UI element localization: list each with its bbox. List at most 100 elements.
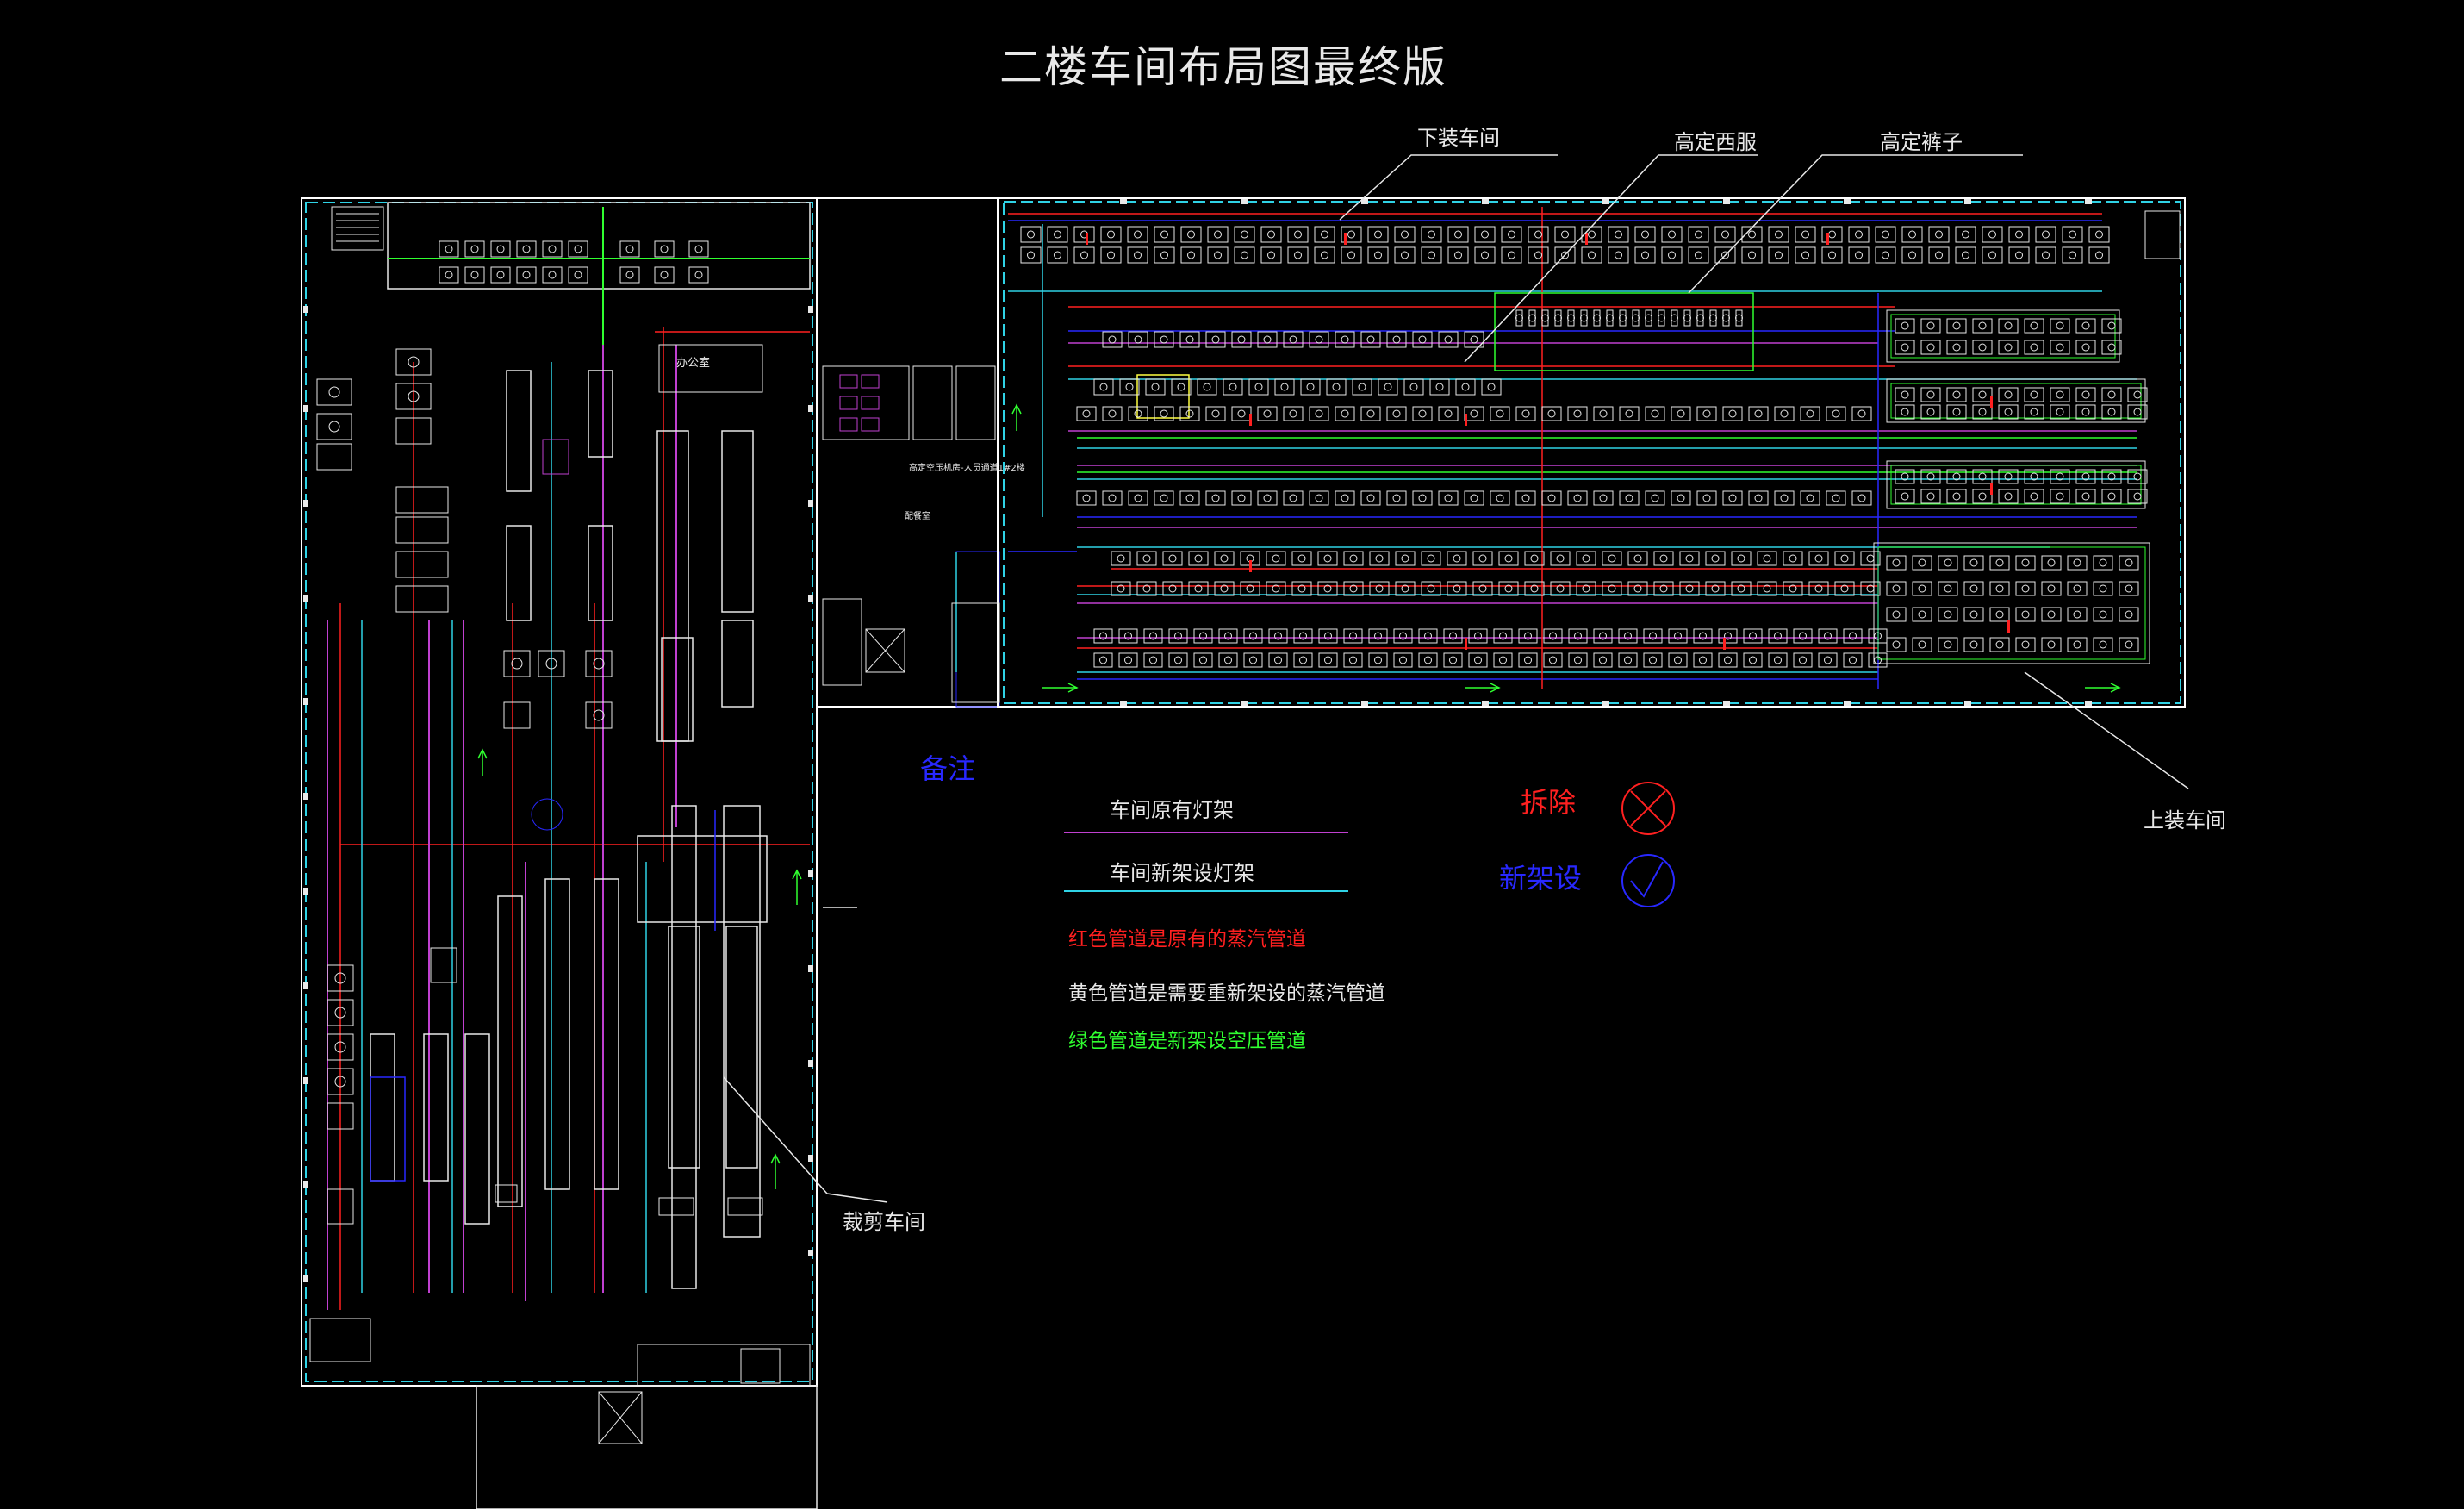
workstation — [1814, 584, 1823, 593]
workstation — [1341, 246, 1362, 264]
workstation — [1318, 652, 1338, 668]
workstation — [1394, 246, 1416, 264]
workstation — [1711, 584, 1720, 593]
workstation — [1504, 584, 1513, 593]
workstation — [1309, 406, 1329, 421]
workstation — [1154, 246, 1175, 264]
workstation — [1149, 632, 1157, 640]
workstation — [1920, 469, 1941, 484]
workstation — [1711, 554, 1720, 563]
workstation — [1789, 554, 1797, 563]
workstation — [1267, 230, 1275, 239]
workstation — [1443, 652, 1463, 668]
workstation — [496, 245, 505, 253]
workstation — [1754, 409, 1763, 418]
workstation — [1306, 383, 1315, 391]
workstation — [1851, 490, 1872, 506]
workstation — [2050, 318, 2070, 334]
workstation — [1347, 230, 1355, 239]
workstation — [2075, 387, 2096, 402]
workstation — [1343, 581, 1364, 596]
workstation — [522, 245, 531, 253]
workstation — [1978, 343, 1987, 352]
workstation — [1171, 378, 1192, 396]
workstation — [1724, 656, 1732, 664]
workstation — [1908, 230, 1916, 239]
workstation — [1274, 378, 1295, 396]
workstation — [1944, 584, 1952, 593]
workstation — [1926, 472, 1935, 481]
right-building — [951, 197, 2186, 708]
workstation — [1323, 554, 1332, 563]
workstation — [1317, 551, 1338, 566]
workstation — [1608, 246, 1629, 264]
workstation — [1821, 246, 1843, 264]
workstation — [1998, 469, 2019, 484]
workstation — [1309, 331, 1329, 348]
workstation — [1508, 230, 1515, 239]
workstation — [1478, 584, 1487, 593]
workstation — [2093, 555, 2113, 571]
workstation — [1995, 584, 2004, 593]
workstation — [1920, 404, 1941, 420]
workstation — [1728, 409, 1737, 418]
workstation — [1418, 628, 1438, 644]
workstation — [1857, 494, 1866, 502]
workstation — [1963, 637, 1984, 652]
workstation — [660, 271, 669, 279]
workstation — [1920, 489, 1941, 504]
workstation — [1651, 409, 1659, 418]
workstation — [1969, 640, 1978, 649]
page-title: 二楼车间布局图最终版 — [999, 42, 1447, 92]
workstation — [1724, 632, 1732, 640]
workstation — [1547, 494, 1556, 502]
workstation — [1641, 230, 1649, 239]
workstation — [1926, 321, 1935, 330]
workstation — [1926, 390, 1935, 399]
workstation — [2056, 343, 2064, 352]
workstation — [1848, 246, 1870, 264]
workstation — [1895, 469, 1915, 484]
workstation — [1180, 226, 1202, 243]
workstation — [2041, 607, 2062, 622]
workstation — [660, 245, 669, 253]
workstation — [1267, 251, 1275, 259]
workstation — [1801, 230, 1809, 239]
workstation — [1223, 378, 1243, 396]
workstation — [1315, 494, 1323, 502]
workstation — [1498, 581, 1519, 596]
workstation — [1568, 628, 1588, 644]
workstation — [1524, 632, 1532, 640]
workstation — [1297, 584, 1306, 593]
workstation — [1599, 494, 1608, 502]
workstation — [2056, 390, 2064, 399]
callout-leaders — [723, 154, 2189, 1203]
workstation — [1127, 246, 1148, 264]
workstation — [1369, 551, 1390, 566]
workstation — [1832, 494, 1840, 502]
workstation — [2067, 555, 2088, 571]
workstation — [2133, 390, 2142, 399]
workstation — [1465, 414, 1467, 426]
workstation — [1685, 554, 1694, 563]
workstation — [1073, 226, 1095, 243]
workstation — [574, 271, 582, 279]
workstation — [1938, 581, 1958, 596]
workstation — [1360, 331, 1381, 348]
workstation — [1108, 409, 1117, 418]
workstation — [1401, 230, 1409, 239]
workstation — [2093, 607, 2113, 622]
workstation — [1783, 581, 1803, 596]
workstation — [1806, 409, 1814, 418]
workstation — [1108, 335, 1117, 344]
workstation — [2041, 555, 2062, 571]
workstation — [1427, 554, 1435, 563]
workstation — [1254, 383, 1263, 391]
workstation — [1599, 632, 1607, 640]
workstation — [1998, 387, 2019, 402]
workstation — [548, 245, 557, 253]
workstation — [1568, 652, 1588, 668]
workstation — [1824, 656, 1832, 664]
workstation — [1768, 226, 1789, 243]
workstation — [2081, 321, 2090, 330]
